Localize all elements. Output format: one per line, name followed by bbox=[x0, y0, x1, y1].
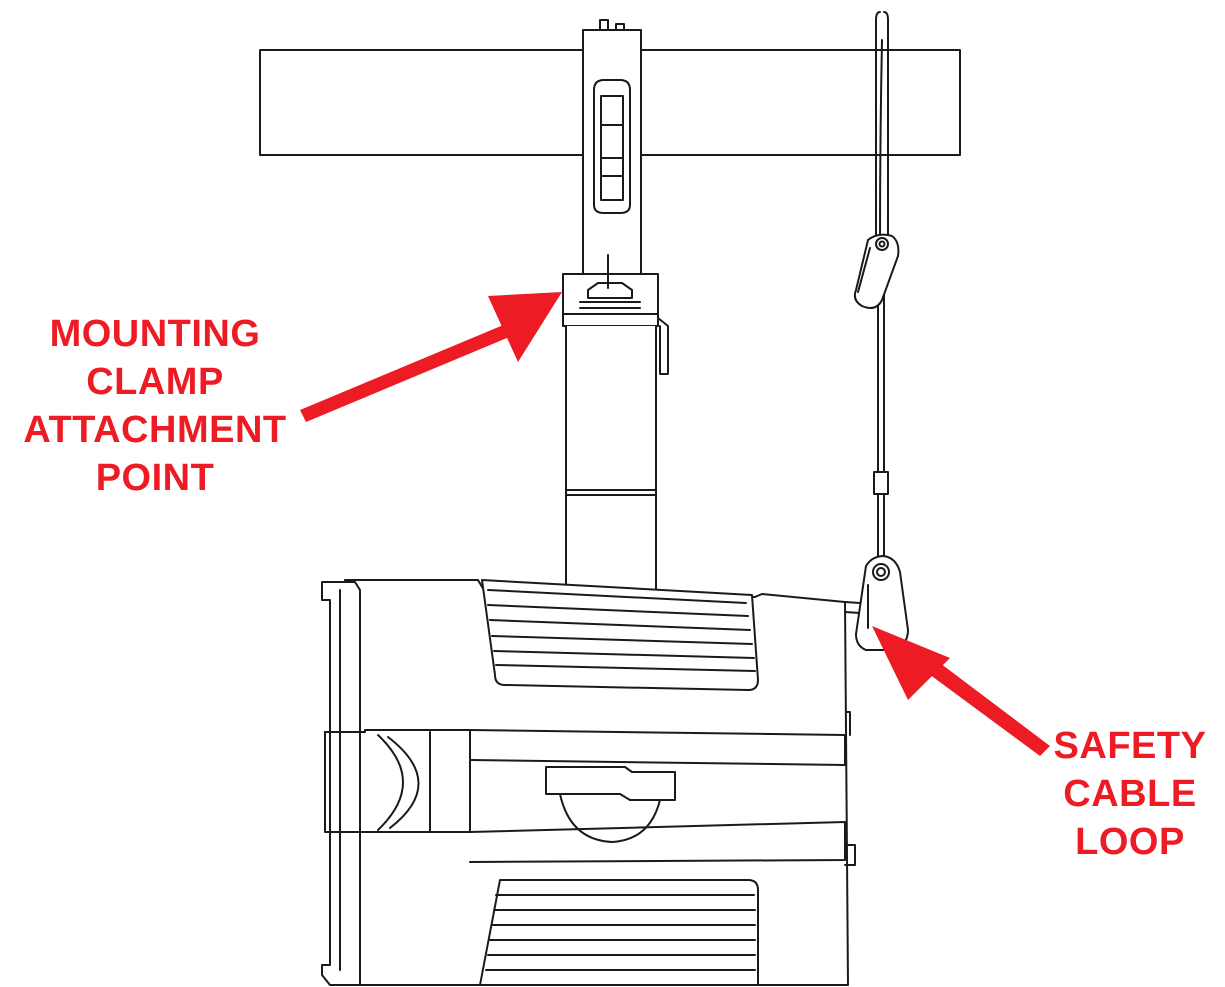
callout-line: CLAMP bbox=[86, 361, 224, 403]
mounting-clamp-callout-label: MOUNTING CLAMP ATTACHMENT POINT bbox=[20, 310, 290, 502]
upper-cooling-fins bbox=[481, 579, 759, 691]
safety-cable-callout-label: SAFETY CABLE LOOP bbox=[1040, 722, 1220, 866]
lower-cooling-fins bbox=[479, 879, 759, 986]
callout-line: MOUNTING bbox=[49, 313, 261, 355]
lower-carabiner bbox=[855, 555, 909, 651]
callout-line: CABLE bbox=[1063, 773, 1197, 815]
callout-line: SAFETY bbox=[1053, 725, 1207, 767]
mounting-arrow bbox=[300, 292, 562, 422]
yoke-lock-handle bbox=[545, 766, 676, 843]
callout-line: POINT bbox=[95, 457, 215, 499]
safety-arrow bbox=[872, 626, 1050, 756]
callout-line: ATTACHMENT bbox=[23, 409, 287, 451]
mounting-clamp bbox=[582, 19, 642, 275]
callout-line: LOOP bbox=[1075, 821, 1185, 863]
upper-carabiner bbox=[853, 233, 900, 309]
